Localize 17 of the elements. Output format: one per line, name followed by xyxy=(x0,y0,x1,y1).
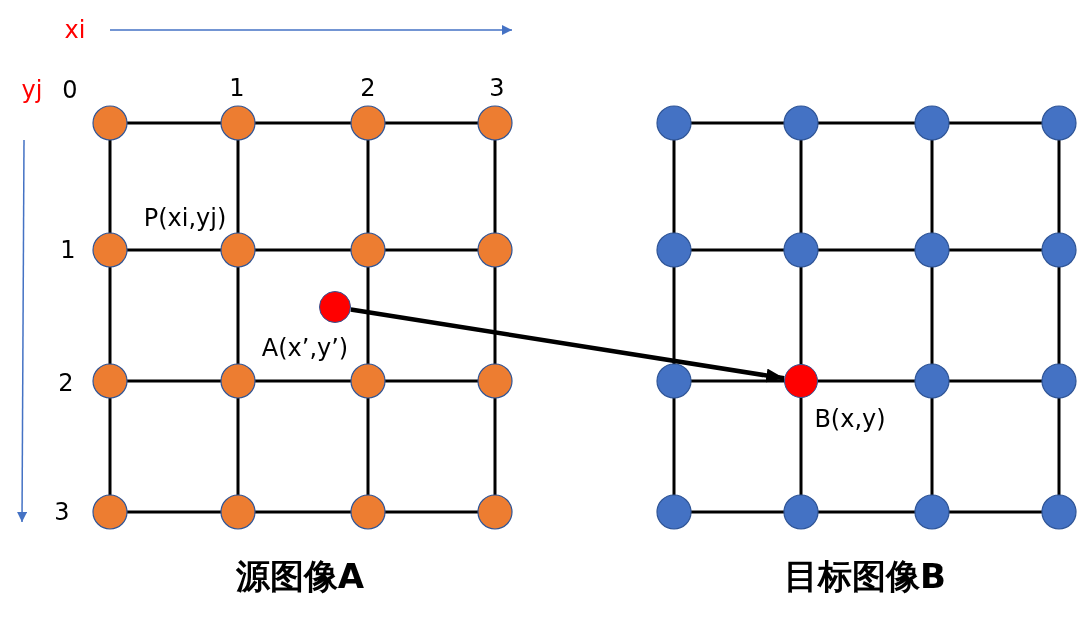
grid-title: 源图像A xyxy=(235,558,365,596)
axis-label: xi xyxy=(64,16,86,44)
axis-label: yj xyxy=(21,76,43,104)
tick-label: 1 xyxy=(60,236,76,264)
tick-label: 0 xyxy=(62,76,78,104)
point-label: A(x’,y’) xyxy=(261,334,349,362)
tick-label: 3 xyxy=(489,74,505,102)
point-label: P(xi,yj) xyxy=(143,204,227,232)
point-label: B(x,y) xyxy=(814,405,886,433)
point-marker xyxy=(784,364,818,398)
tick-label: 3 xyxy=(54,498,70,526)
grid-title: 目标图像B xyxy=(784,558,946,596)
tick-label: 2 xyxy=(58,369,74,397)
arrow xyxy=(350,307,785,383)
tick-label: 2 xyxy=(360,74,376,102)
tick-label: 1 xyxy=(229,74,245,102)
point-marker xyxy=(319,291,351,323)
